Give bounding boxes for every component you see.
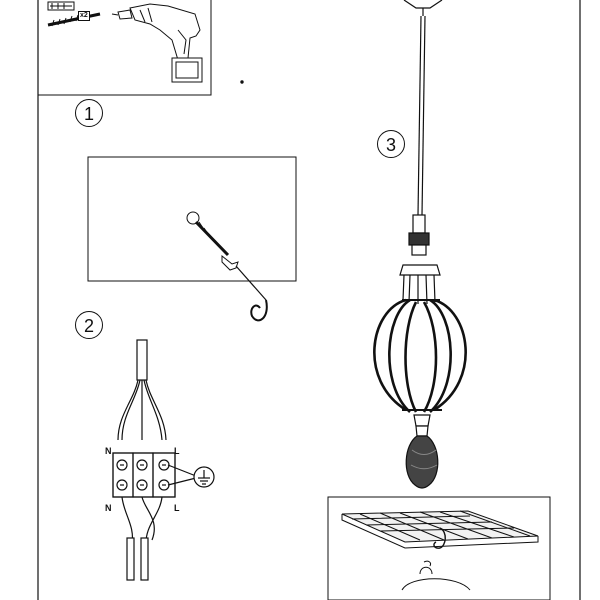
- wiring-diagram: [112, 339, 215, 581]
- step1-panel: [87, 156, 297, 322]
- step-3-label: 3: [377, 130, 405, 158]
- live-label-bottom: L: [174, 503, 180, 513]
- drill-icon: [111, 3, 203, 83]
- screw-anchor-icon: [47, 1, 75, 11]
- bulb-icon: [405, 414, 439, 489]
- step-1-label: 1: [75, 99, 103, 127]
- terminal-block: [112, 452, 176, 498]
- live-label-top: L: [174, 446, 180, 456]
- parts-box: [37, 0, 244, 96]
- neutral-label-bottom: N: [105, 503, 112, 513]
- ceiling-panel: [327, 496, 551, 600]
- page-frame: [37, 0, 581, 600]
- screw-icon: [47, 12, 101, 27]
- cage-ribs: [373, 298, 467, 413]
- step-2-label: 2: [75, 311, 103, 339]
- quantity-badge: x2: [78, 11, 90, 21]
- neutral-label-top: N: [105, 446, 112, 456]
- ground-symbol-icon: [167, 464, 215, 488]
- pendant-lamp: [373, 0, 467, 489]
- ceiling-hook-screw: [186, 211, 268, 322]
